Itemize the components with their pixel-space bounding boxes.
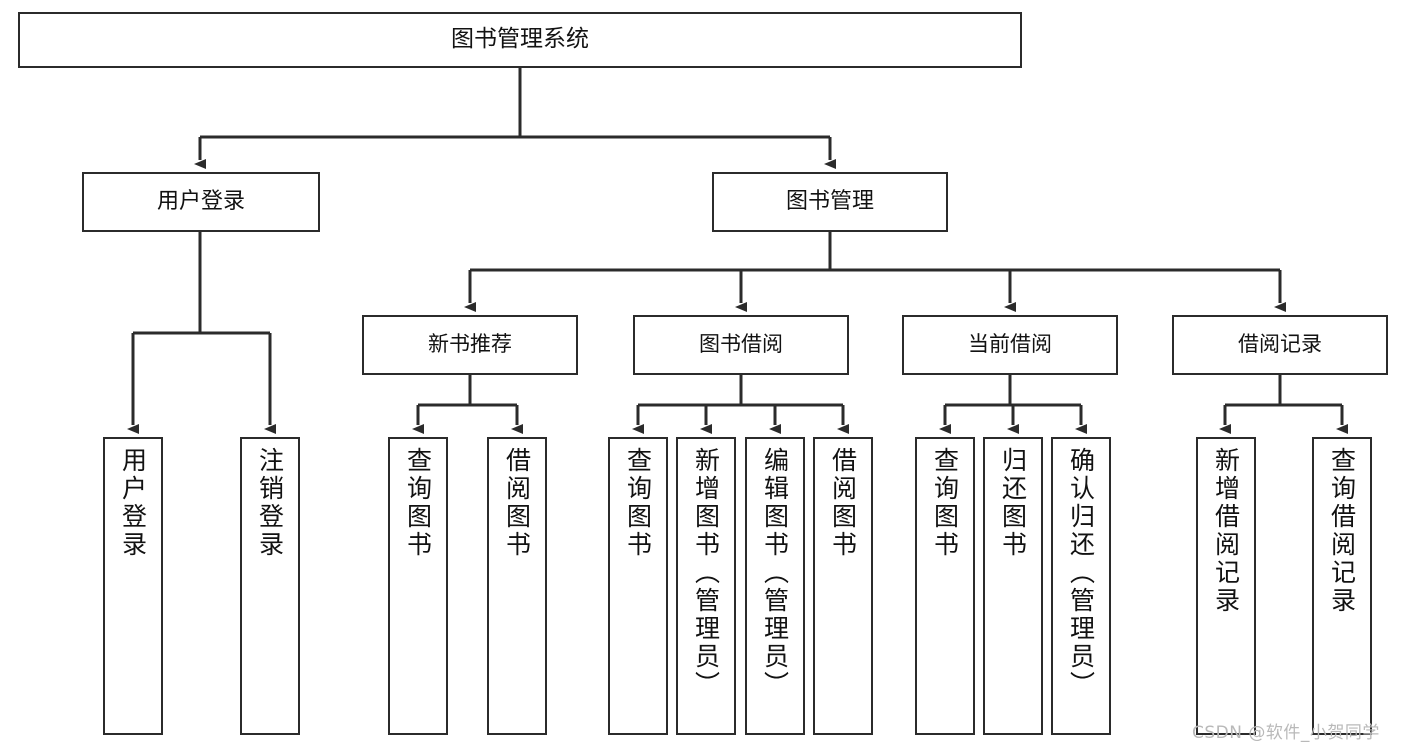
node-label: 当前借阅 [968,332,1052,357]
csdn-watermark: CSDN @软件_小贺同学 [1192,723,1380,743]
node-label: 查询图书 [930,447,960,559]
leaf-record-add-record[interactable]: 新增借阅记录 [1196,437,1256,735]
leaf-current-query-book[interactable]: 查询图书 [915,437,975,735]
leaf-recommend-query-book[interactable]: 查询图书 [388,437,448,735]
node-label: 注销登录 [255,447,285,559]
node-label: 图书管理系统 [451,26,589,53]
node-label: 新增借阅记录 [1211,447,1241,615]
node-new-book-recommend[interactable]: 新书推荐 [362,315,578,375]
node-label: 查询借阅记录 [1327,447,1357,615]
leaf-borrow-borrow-book[interactable]: 借阅图书 [813,437,873,735]
leaf-borrow-edit-book-admin[interactable]: 编辑图书（管理员） [745,437,805,735]
leaf-record-query-record[interactable]: 查询借阅记录 [1312,437,1372,735]
node-label: 归还图书 [998,447,1028,559]
leaf-recommend-borrow-book[interactable]: 借阅图书 [487,437,547,735]
node-root-system[interactable]: 图书管理系统 [18,12,1022,68]
node-label: 查询图书 [403,447,433,559]
node-user-login[interactable]: 用户登录 [82,172,320,232]
leaf-current-return-book[interactable]: 归还图书 [983,437,1043,735]
leaf-user-login-logout[interactable]: 注销登录 [240,437,300,735]
leaf-user-login-login[interactable]: 用户登录 [103,437,163,735]
node-book-borrow[interactable]: 图书借阅 [633,315,849,375]
node-current-borrow[interactable]: 当前借阅 [902,315,1118,375]
node-label: 查询图书 [623,447,653,559]
node-label: 新书推荐 [428,332,512,357]
leaf-current-confirm-return-admin[interactable]: 确认归还（管理员） [1051,437,1111,735]
node-label: 图书管理 [785,188,874,214]
node-label: 编辑图书（管理员） [760,447,790,699]
node-label: 借阅记录 [1238,332,1322,357]
node-label: 确认归还（管理员） [1066,447,1096,699]
node-label: 借阅图书 [828,447,858,559]
node-label: 新增图书（管理员） [691,447,721,699]
leaf-borrow-query-book[interactable]: 查询图书 [608,437,668,735]
node-label: 用户登录 [118,447,148,559]
leaf-borrow-add-book-admin[interactable]: 新增图书（管理员） [676,437,736,735]
node-label: 借阅图书 [502,447,532,559]
node-label: 图书借阅 [699,332,783,357]
node-book-management[interactable]: 图书管理 [712,172,948,232]
node-label: 用户登录 [156,188,245,214]
node-borrow-record[interactable]: 借阅记录 [1172,315,1388,375]
